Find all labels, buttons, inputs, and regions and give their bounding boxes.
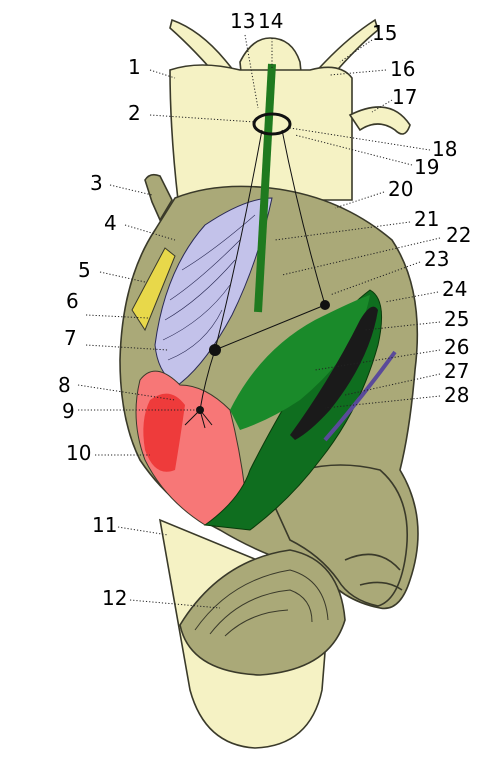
- label-8: 8: [58, 373, 71, 397]
- label-4: 4: [104, 211, 117, 235]
- label-21: 21: [414, 207, 439, 231]
- nerve-cord: [254, 63, 276, 313]
- label-6: 6: [66, 289, 79, 313]
- label-9: 9: [62, 399, 75, 423]
- label-2: 2: [128, 101, 141, 125]
- label-24: 24: [442, 277, 467, 301]
- label-19: 19: [414, 155, 439, 179]
- label-1: 1: [128, 55, 141, 79]
- label-12: 12: [102, 586, 127, 610]
- label-10: 10: [66, 441, 91, 465]
- label-15: 15: [372, 21, 397, 45]
- labels: 1 2 3 4 5 6 7 8 9 10 11 12 13 14 15 16 1…: [58, 9, 471, 610]
- nerves: [184, 129, 326, 429]
- label-7: 7: [64, 326, 77, 350]
- shell-whorl: [263, 464, 408, 607]
- label-17: 17: [392, 85, 417, 109]
- gill-lamella: [230, 295, 370, 430]
- vessel: [323, 350, 397, 442]
- label-26: 26: [444, 335, 469, 359]
- label-20: 20: [388, 177, 413, 201]
- label-23: 23: [424, 247, 449, 271]
- label-3: 3: [90, 171, 103, 195]
- label-5: 5: [78, 258, 91, 282]
- label-22: 22: [446, 223, 471, 247]
- leader-lines: [77, 34, 441, 609]
- hypobranchial-gland: [290, 306, 378, 440]
- label-14: 14: [258, 9, 283, 33]
- nerve-ring: [252, 112, 292, 136]
- label-13: 13: [230, 9, 255, 33]
- operculum: [179, 549, 346, 676]
- label-27: 27: [444, 359, 469, 383]
- label-16: 16: [390, 57, 415, 81]
- pericardium: [143, 393, 185, 472]
- gland: [131, 247, 176, 332]
- label-18: 18: [432, 137, 457, 161]
- siphon: [144, 173, 173, 222]
- label-11: 11: [92, 513, 117, 537]
- label-25: 25: [444, 307, 469, 331]
- label-28: 28: [444, 383, 469, 407]
- ganglion-visceral: [320, 300, 330, 310]
- head-tentacles: [169, 18, 411, 201]
- ganglion-upper: [209, 344, 221, 356]
